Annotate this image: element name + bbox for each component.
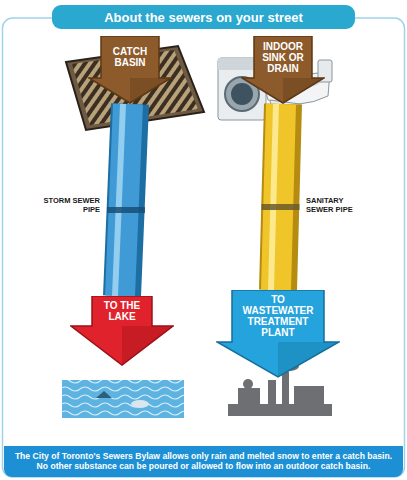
sewer-pipe [262, 104, 300, 290]
arrow-label: INDOOR SINK OR DRAIN [257, 41, 309, 74]
pipe-label: STORM SEWER PIPE [40, 196, 100, 214]
arrow-label: TO THE LAKE [95, 300, 149, 322]
flow-arrow: TO THE LAKE [70, 296, 174, 366]
flow-arrow: TO WASTEWATER TREATMENT PLANT [216, 290, 340, 378]
arrow-text-area: CATCH BASIN [104, 39, 156, 75]
arrow-text-area: INDOOR SINK OR DRAIN [257, 39, 309, 75]
lake-water [62, 380, 184, 418]
caption-panel: The City of Toronto's Sewers Bylaw allow… [4, 446, 403, 477]
arrow-label: TO WASTEWATER TREATMENT PLANT [235, 294, 321, 338]
title-banner: About the sewers on your street [52, 5, 355, 29]
flow-arrow: INDOOR SINK OR DRAIN [241, 36, 325, 104]
arrow-text-area: TO THE LAKE [95, 299, 149, 323]
pipe-label: SANITARY SEWER PIPE [306, 196, 366, 214]
flow-arrow: CATCH BASIN [88, 36, 172, 104]
arrow-label: CATCH BASIN [104, 46, 156, 68]
card-border [3, 18, 405, 477]
sewer-pipe [107, 104, 145, 296]
arrow-text-area: TO WASTEWATER TREATMENT PLANT [235, 293, 321, 339]
